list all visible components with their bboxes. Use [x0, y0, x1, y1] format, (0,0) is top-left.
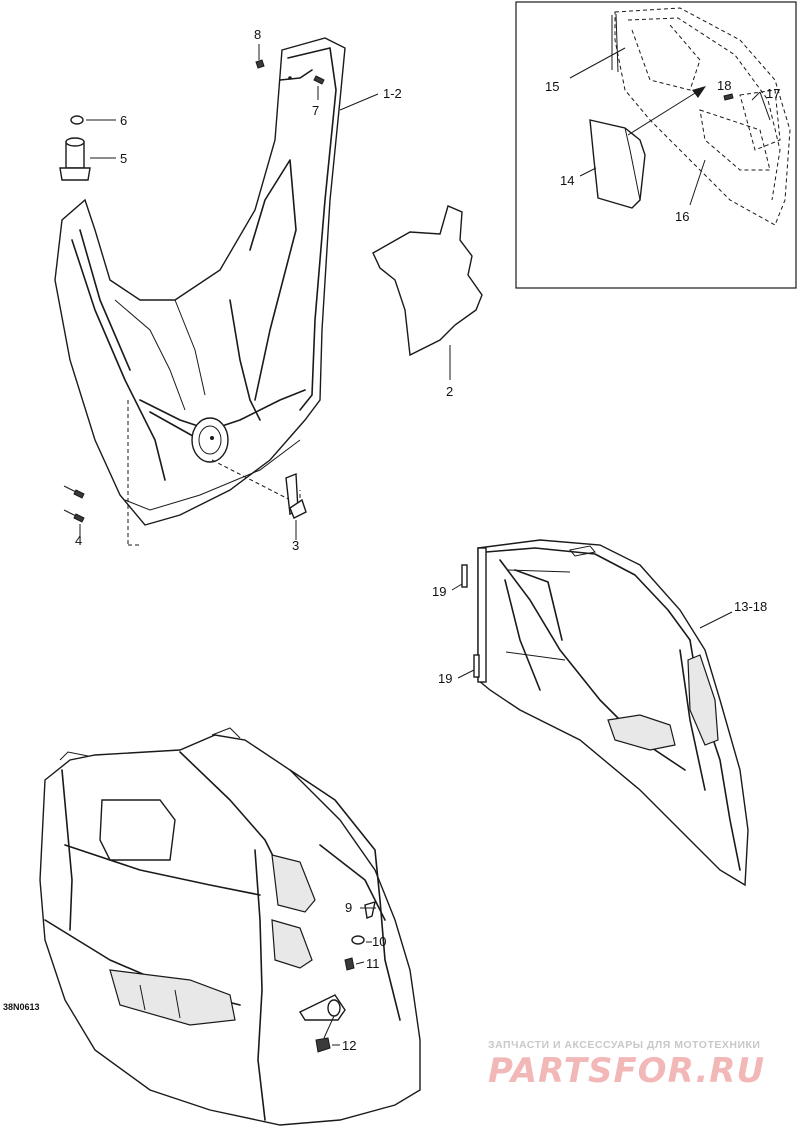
callout-4: 4	[75, 533, 83, 548]
callout-19-upper: 19	[432, 584, 447, 599]
callout-14: 14	[560, 173, 575, 188]
callout-9: 9	[345, 900, 353, 915]
projection-lines	[127, 400, 301, 546]
inset-arrow	[627, 86, 706, 136]
callout-13-18: 13-18	[734, 599, 768, 614]
front-fascia-part-1-2	[54, 37, 346, 526]
callout-15: 15	[545, 79, 560, 94]
callout-18: 18	[717, 78, 732, 93]
callout-7: 7	[312, 103, 320, 118]
spacer-part-5	[59, 137, 116, 181]
washer-part-6	[70, 115, 116, 125]
callout-5: 5	[120, 151, 128, 166]
callout-6: 6	[120, 113, 128, 128]
washer-part-10	[351, 935, 365, 945]
hood-assembly	[39, 727, 421, 1126]
callout-17: 17	[766, 86, 781, 101]
screw-part-8	[255, 59, 265, 69]
grommet-part-12	[315, 1037, 331, 1053]
right-side-panel-part-13-18	[477, 539, 749, 887]
detail-inset-frame	[515, 1, 797, 289]
strip-part-19-lower	[473, 654, 480, 678]
callout-1-2: 1-2	[383, 86, 402, 101]
drawing-code: 38N0613	[3, 1002, 40, 1012]
inset-side-panel	[611, 7, 791, 226]
inset-patch-14	[589, 119, 646, 209]
inset-bolt-18	[723, 93, 734, 101]
strip-part-19-upper	[461, 564, 468, 588]
nut-part-11	[344, 957, 355, 971]
screw-part-9	[364, 900, 376, 919]
watermark-brand: PARTSFOR.RU	[488, 1051, 766, 1091]
callout-19-lower: 19	[438, 671, 453, 686]
watermark-tagline: ЗАПЧАСТИ И АКСЕССУАРЫ ДЛЯ МОТОТЕХНИКИ	[488, 1039, 761, 1051]
callout-11: 11	[366, 956, 380, 971]
screw-part-7	[313, 75, 325, 85]
callout-12: 12	[342, 1038, 357, 1053]
callout-3: 3	[292, 538, 300, 553]
callout-10: 10	[372, 934, 387, 949]
decal-part-2	[372, 205, 483, 357]
callout-8: 8	[254, 27, 262, 42]
callout-16: 16	[675, 209, 690, 224]
callout-2: 2	[446, 384, 454, 399]
bracket-part-3	[285, 472, 307, 540]
rivets-part-4	[63, 485, 85, 536]
